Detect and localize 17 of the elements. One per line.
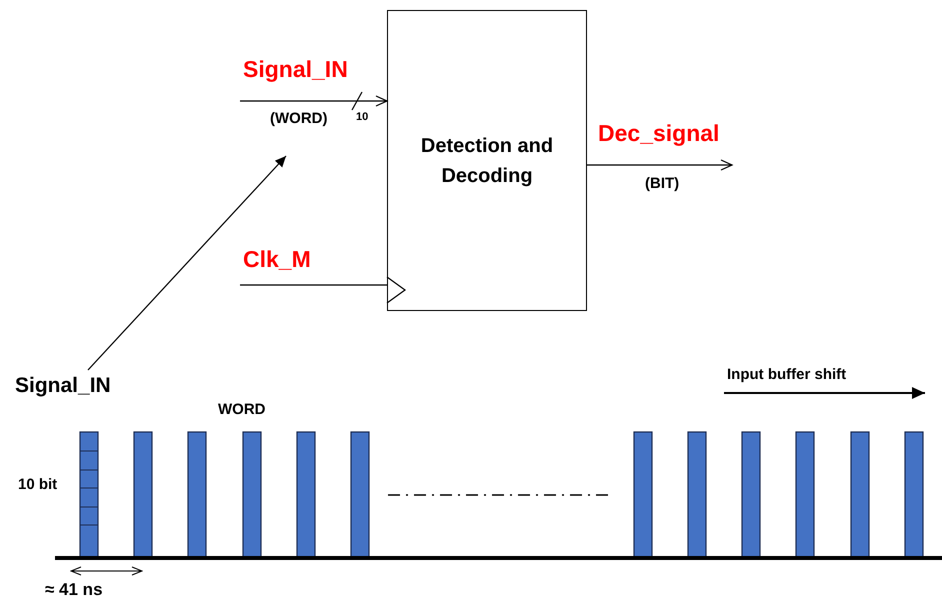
process-block [387, 10, 587, 311]
signal-name: Dec_signal [598, 120, 720, 147]
signal-name: Clk_M [243, 246, 311, 273]
bus-type: (WORD) [270, 110, 328, 127]
signal-name: Signal_IN [15, 374, 111, 398]
arrow [240, 95, 388, 107]
direction-label: Input buffer shift [727, 366, 846, 383]
word-label: WORD [218, 401, 266, 418]
signal-name: Signal_IN [243, 56, 348, 83]
arrow [587, 159, 733, 171]
signal-line [240, 284, 387, 286]
bit-label: 10 bit [18, 476, 58, 493]
period-label: ≈ 41 ns [45, 580, 103, 600]
arrow [88, 156, 286, 370]
block-title: Detection and Decoding [420, 134, 554, 188]
bus-width: 10 [356, 111, 368, 123]
bus-type: (BIT) [645, 175, 680, 192]
